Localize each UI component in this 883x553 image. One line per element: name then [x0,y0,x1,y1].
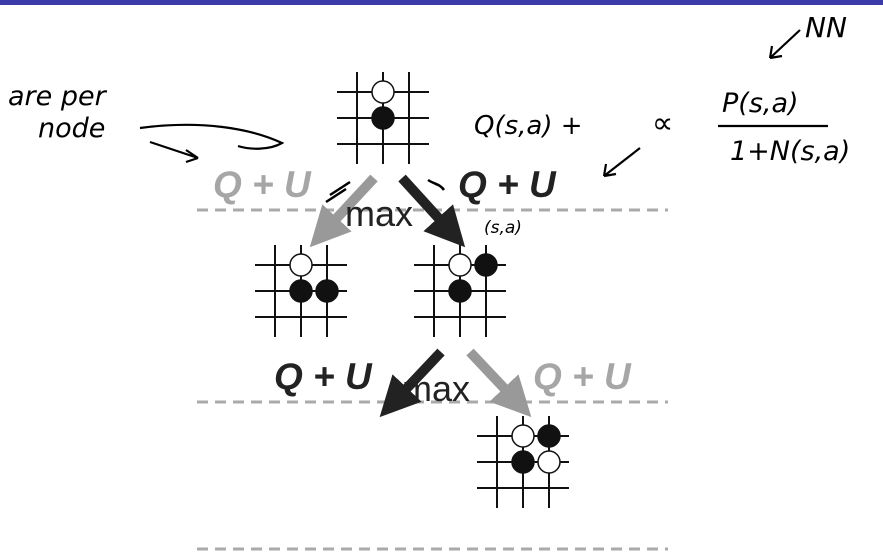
black-stone [511,450,535,474]
q-plus-u-label-level2-left: Q + U [274,356,373,397]
max-label-level2: max [402,368,470,409]
arrow-level1-left [309,174,378,248]
board-root [337,72,429,164]
note-numerator: P(s,a) [722,88,799,119]
q-plus-u-label-level1-left: Q + U [213,164,312,205]
q-plus-u-label-level1-right: Q + U [458,164,557,205]
q-plus-u-label-level2-right: Q + U [533,356,632,397]
note-nn: NN [805,11,847,44]
note-node-arrow [139,123,285,150]
note-sa: (s,a) [484,218,522,238]
black-stone [315,279,339,303]
arrow-level1-right [398,174,466,248]
note-formula-q: Q(s,a) + [474,111,583,141]
black-stone [289,279,313,303]
board-mid-right [414,245,506,337]
white-stone [289,253,313,277]
black-stone [537,424,561,448]
note-formula-arrow [602,147,641,178]
white-stone [537,450,561,474]
black-stone [448,279,472,303]
board-mid-left [255,245,347,337]
top-bar [0,0,883,5]
note-denominator: 1+N(s,a) [730,136,850,167]
max-label-level1: max [345,193,413,234]
black-stone [371,106,395,130]
note-nn-arrow [768,29,801,60]
note-tick-right [427,178,446,191]
note-node: node [38,113,105,144]
arrow-level2-left [379,348,445,418]
note-alpha: ∝ [652,106,673,141]
black-stone [474,253,498,277]
note-node-arrow-2 [149,140,199,164]
arrow-level2-right [466,348,532,418]
note-tick-left [325,180,351,204]
handwritten-annotations: NN are per node Q(s,a) + ∝ P(s,a) 1+N(s,… [8,11,850,238]
white-stone [448,253,472,277]
board-bottom [477,416,569,508]
note-are-per: are per [8,81,108,112]
white-stone [371,80,395,104]
white-stone [511,424,535,448]
